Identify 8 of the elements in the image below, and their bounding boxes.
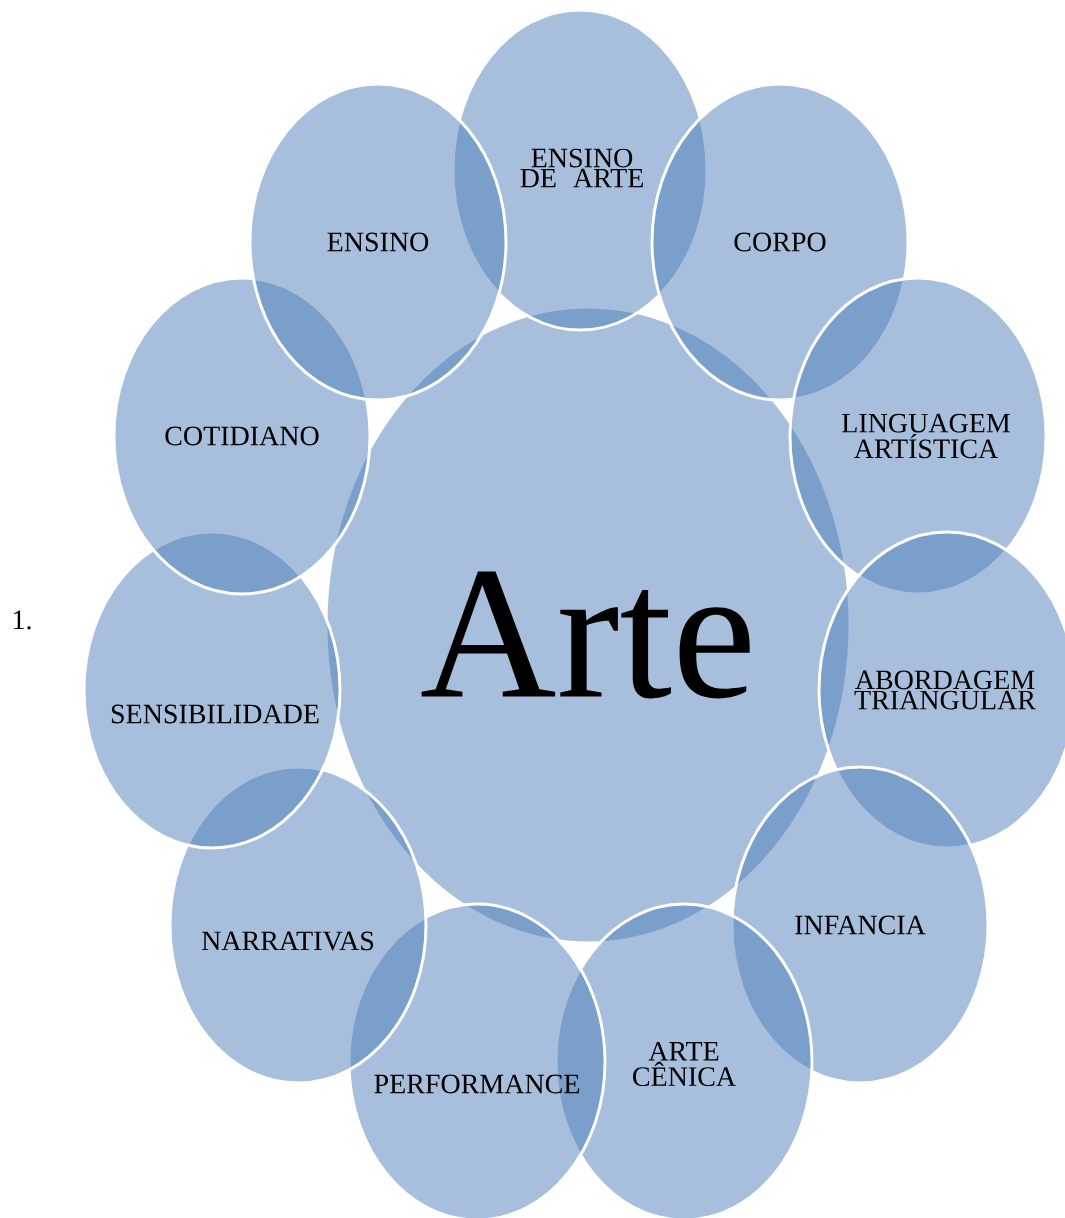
ellipse-node: ABORDAGEM TRIANGULAR (817, 530, 1065, 850)
ellipse-node: SENSIBILIDADE (82, 530, 342, 850)
list-number: 1. (13, 610, 31, 630)
ellipse-node: ENSINO DE ARTE (451, 8, 709, 332)
ellipse-node: CORPO (650, 82, 910, 402)
ellipse-node: LINGUAGEM ARTÍSTICA (788, 276, 1048, 596)
ellipse-node: COTIDIANO (112, 276, 372, 596)
ellipse-node: ENSINO (248, 82, 508, 402)
